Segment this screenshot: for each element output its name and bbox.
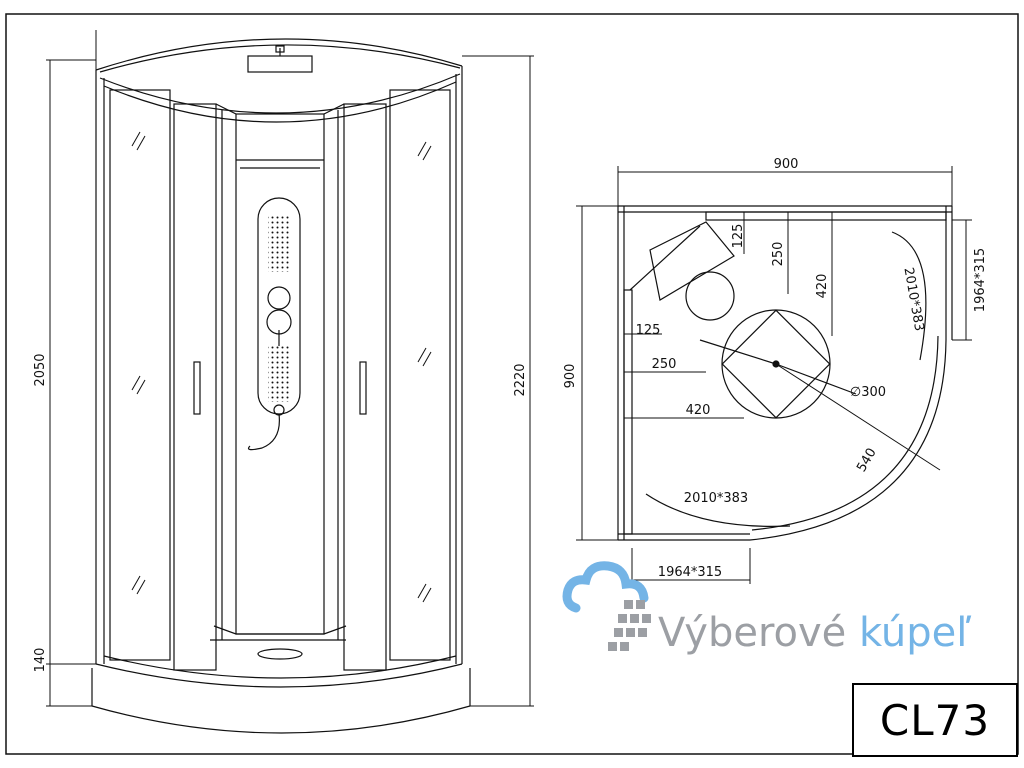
dim-plan-depth: 900 [563,364,578,389]
front-view [91,38,471,734]
cloud-shower-icon [562,561,651,651]
dim-plan-width: 900 [774,157,799,172]
model-code: CL73 [879,695,991,745]
dim-door-bottom: 2010*383 [684,491,748,506]
drain-plate [721,309,831,419]
left-door [173,103,217,671]
door-arc-right [891,231,927,361]
glass-hatch-marks [131,131,432,603]
curved-front-inner [751,335,939,531]
dim-250-left: 250 [652,357,677,372]
dim-420-top: 420 [815,274,830,299]
mixer-knob-top [267,286,291,310]
dim-fixed-panel-side: 1964*315 [973,248,988,312]
dim-total-height: 2220 [513,363,528,396]
tray-front [95,663,463,688]
dim-420-left: 420 [686,403,711,418]
roof-front-curve [99,73,461,114]
watermark-word-2: kúpeľ [859,610,972,656]
dim-125-left: 125 [636,323,661,338]
model-code-box: CL73 [852,683,1018,757]
right-door-handle [359,361,367,415]
door-arc-bottom [645,493,791,527]
dim-125-top: 125 [731,224,746,249]
tray-front-top [103,655,457,679]
left-door-handle [193,361,201,415]
plan-view [617,205,953,541]
drawing-frame [5,13,1019,755]
roof-fan [685,271,735,321]
roof-fan-box [247,55,313,73]
watermark-word-1: Výberové [658,610,847,656]
roof-front-curve-2 [103,81,457,123]
dim-drain-diameter: ∅300 [850,385,886,400]
dim-cabin-height: 2050 [33,353,48,386]
left-fixed-glass [109,89,171,661]
front-dimensions [46,30,534,707]
hose-connector [273,404,285,416]
roof-inner [99,44,461,73]
plan-dimensions [576,166,972,584]
drain [257,648,303,660]
dim-radius: 540 [854,446,879,475]
shower-hose [247,413,280,451]
right-fixed-glass [389,89,451,661]
dim-door-side: 2010*383 [900,266,926,332]
roof-outline [95,38,463,71]
right-door [343,103,387,671]
corner-shower-panel [649,221,735,301]
shower-nozzles [268,216,290,402]
watermark-text: Výberové kúpeľ [658,610,971,656]
curved-front-outer [749,339,947,541]
dim-fixed-panel-bottom: 1964*315 [658,565,722,580]
watermark: Výberové kúpeľ [562,560,1024,670]
back-fixed-panel [705,211,947,221]
left-fixed-panel [623,289,633,535]
tray-skirt [91,668,471,734]
dim-250-top: 250 [771,242,786,267]
dim-tray-height: 140 [33,648,48,673]
